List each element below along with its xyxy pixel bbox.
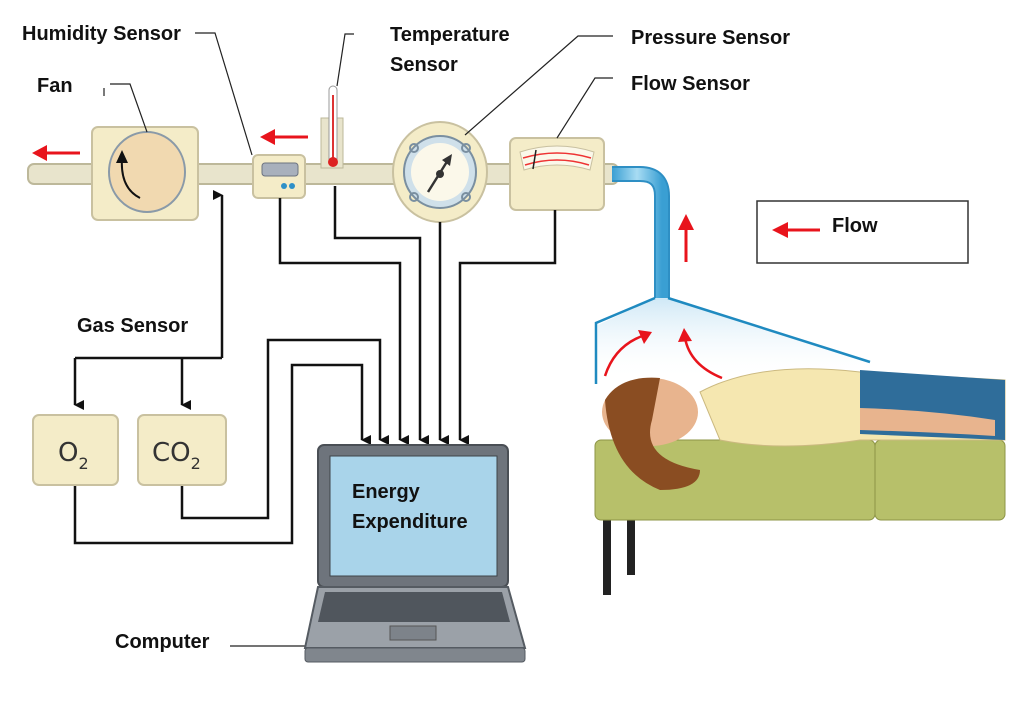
signal-wires [73, 186, 557, 545]
svg-text:O2: O2 [58, 438, 89, 473]
screen-text-line2: Expenditure [352, 511, 468, 533]
flow-sensor [509, 137, 605, 211]
flow-arrow-icon [772, 222, 788, 238]
legend: Flow [756, 200, 969, 264]
o2-analyzer: O2 [32, 414, 119, 486]
temperature-sensor [320, 85, 344, 169]
co2-analyzer: CO2 [137, 414, 227, 486]
computer: Energy Expenditure [303, 444, 527, 663]
breathing-tube [612, 166, 670, 300]
flow-arrows [32, 129, 723, 380]
label-temperature-sensor-1: Temperature [390, 24, 510, 46]
humidity-sensor [252, 154, 306, 199]
label-flow-sensor: Flow Sensor [631, 73, 750, 95]
screen-text-line1: Energy [352, 481, 421, 503]
canopy-hood [598, 298, 870, 380]
label-computer: Computer [115, 631, 210, 653]
patient-on-table [594, 368, 1006, 595]
label-fan: Fan [37, 75, 73, 97]
svg-text:CO2: CO2 [152, 438, 201, 473]
label-pressure-sensor: Pressure Sensor [631, 27, 790, 49]
label-humidity-sensor: Humidity Sensor [22, 23, 181, 45]
legend-label: Flow [832, 215, 878, 237]
fan [91, 126, 199, 221]
label-gas-sensor: Gas Sensor [77, 315, 188, 337]
pressure-sensor [392, 121, 488, 223]
label-temperature-sensor-2: Sensor [390, 54, 458, 76]
